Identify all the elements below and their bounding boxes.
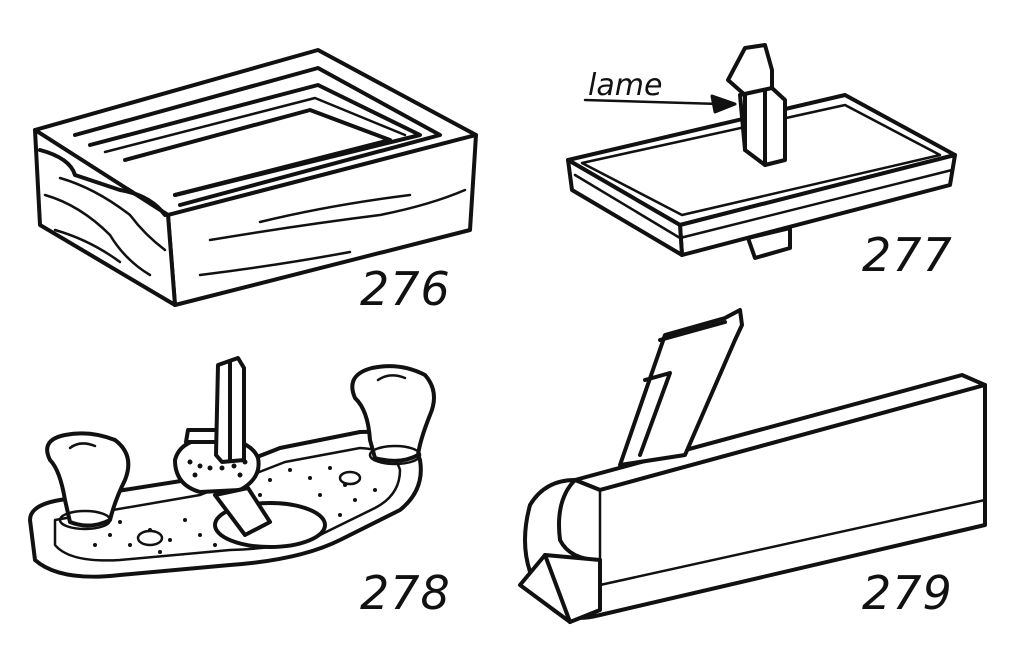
figure-number-279: 279 — [862, 566, 953, 620]
figure-278-router-plane — [28, 356, 436, 579]
figure-number-276: 276 — [360, 262, 451, 316]
stipple-texture — [93, 466, 377, 554]
blade-callout-label: lame — [588, 68, 663, 103]
figure-number-277: 277 — [862, 228, 953, 282]
figure-277-router-plate — [566, 43, 957, 260]
figure-276-wood-block — [33, 48, 478, 307]
bead-dots — [187, 459, 248, 478]
figure-number-278: 278 — [360, 566, 451, 620]
figure-279-rabbet-plane — [518, 308, 987, 624]
